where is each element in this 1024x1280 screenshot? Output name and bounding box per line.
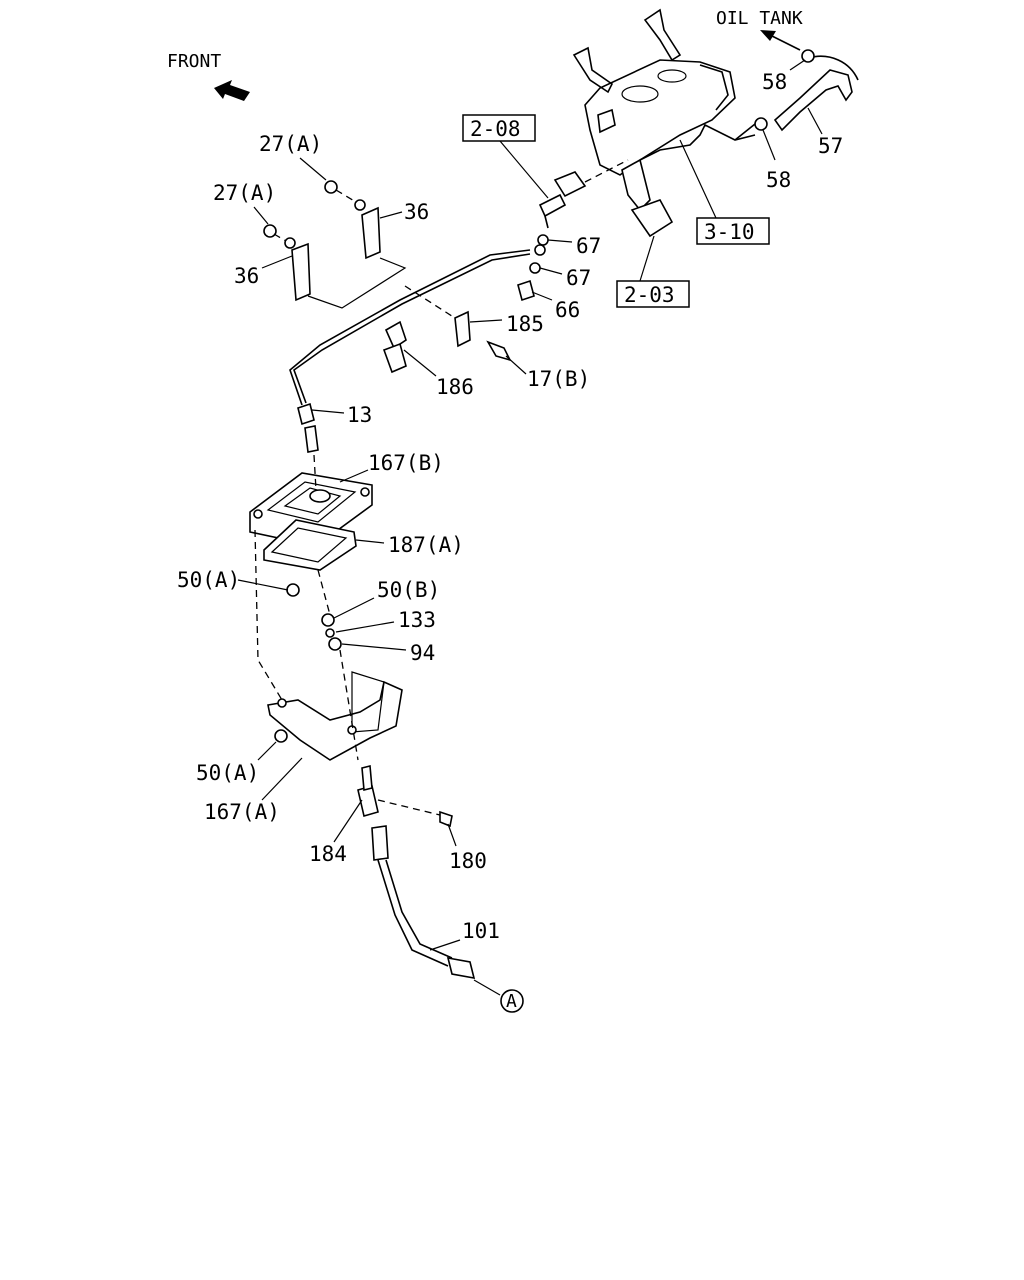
callout-50a-upper[interactable]: 50(A) bbox=[177, 568, 240, 592]
callout-27a-lower[interactable]: 27(A) bbox=[213, 181, 276, 205]
washer-94 bbox=[328, 637, 342, 651]
bolt-66 bbox=[517, 279, 535, 302]
callout-58-upper[interactable]: 58 bbox=[762, 70, 787, 94]
front-label: FRONT bbox=[167, 51, 221, 72]
callout-36-left[interactable]: 36 bbox=[234, 264, 259, 288]
callout-67-upper[interactable]: 67 bbox=[576, 234, 601, 258]
callout-167a[interactable]: 167(A) bbox=[204, 800, 280, 824]
callout-66[interactable]: 66 bbox=[555, 298, 580, 322]
gasket-187a bbox=[263, 519, 357, 571]
ref-box-2-03 bbox=[616, 280, 690, 308]
callout-50a-lower[interactable]: 50(A) bbox=[196, 761, 259, 785]
oil-tank-label: OIL TANK bbox=[716, 8, 803, 29]
washer-67-a bbox=[537, 234, 549, 246]
pedal-bracket-assembly bbox=[538, 8, 859, 238]
pipe-13 bbox=[289, 249, 531, 406]
callout-13[interactable]: 13 bbox=[347, 403, 372, 427]
connector-a-circle bbox=[500, 989, 524, 1013]
callout-58-lower[interactable]: 58 bbox=[766, 168, 791, 192]
ref-box-2-08 bbox=[462, 114, 536, 142]
callout-133[interactable]: 133 bbox=[398, 608, 436, 632]
callout-57[interactable]: 57 bbox=[818, 134, 843, 158]
bracket-36-left bbox=[263, 224, 311, 302]
hose-101 bbox=[371, 825, 476, 980]
callout-50b[interactable]: 50(B) bbox=[377, 578, 440, 602]
washer-67-b bbox=[529, 262, 541, 274]
callout-186[interactable]: 186 bbox=[436, 375, 474, 399]
callout-36-right[interactable]: 36 bbox=[404, 200, 429, 224]
ref-2-08[interactable]: 2-08 bbox=[470, 117, 521, 141]
callout-180[interactable]: 180 bbox=[449, 849, 487, 873]
leader-lines bbox=[237, 59, 823, 996]
nut-50a-bottom bbox=[274, 729, 288, 743]
front-arrow-icon bbox=[214, 80, 250, 101]
bracket-36-right bbox=[324, 180, 381, 260]
callout-17b[interactable]: 17(B) bbox=[527, 367, 590, 391]
callout-167b[interactable]: 167(B) bbox=[368, 451, 444, 475]
clamp-186 bbox=[382, 320, 407, 374]
callout-185[interactable]: 185 bbox=[506, 312, 544, 336]
callout-94[interactable]: 94 bbox=[410, 641, 435, 665]
nut-50a-top bbox=[286, 583, 300, 597]
clip-185 bbox=[454, 310, 471, 348]
washer-133 bbox=[325, 628, 335, 638]
callout-67-lower[interactable]: 67 bbox=[566, 266, 591, 290]
callout-27a-upper[interactable]: 27(A) bbox=[259, 132, 322, 156]
connector-a-label[interactable]: A bbox=[506, 991, 517, 1012]
bracket-167a bbox=[267, 671, 403, 761]
plate-167b bbox=[249, 472, 373, 547]
nut-50b bbox=[321, 613, 335, 627]
callout-187a[interactable]: 187(A) bbox=[388, 533, 464, 557]
plug-180 bbox=[439, 810, 453, 828]
ref-3-10[interactable]: 3-10 bbox=[704, 220, 755, 244]
callout-184[interactable]: 184 bbox=[309, 842, 347, 866]
callout-101[interactable]: 101 bbox=[462, 919, 500, 943]
ref-box-3-10 bbox=[696, 217, 770, 245]
ref-2-03[interactable]: 2-03 bbox=[624, 283, 675, 307]
oil-tank-arrow-icon bbox=[760, 30, 801, 51]
